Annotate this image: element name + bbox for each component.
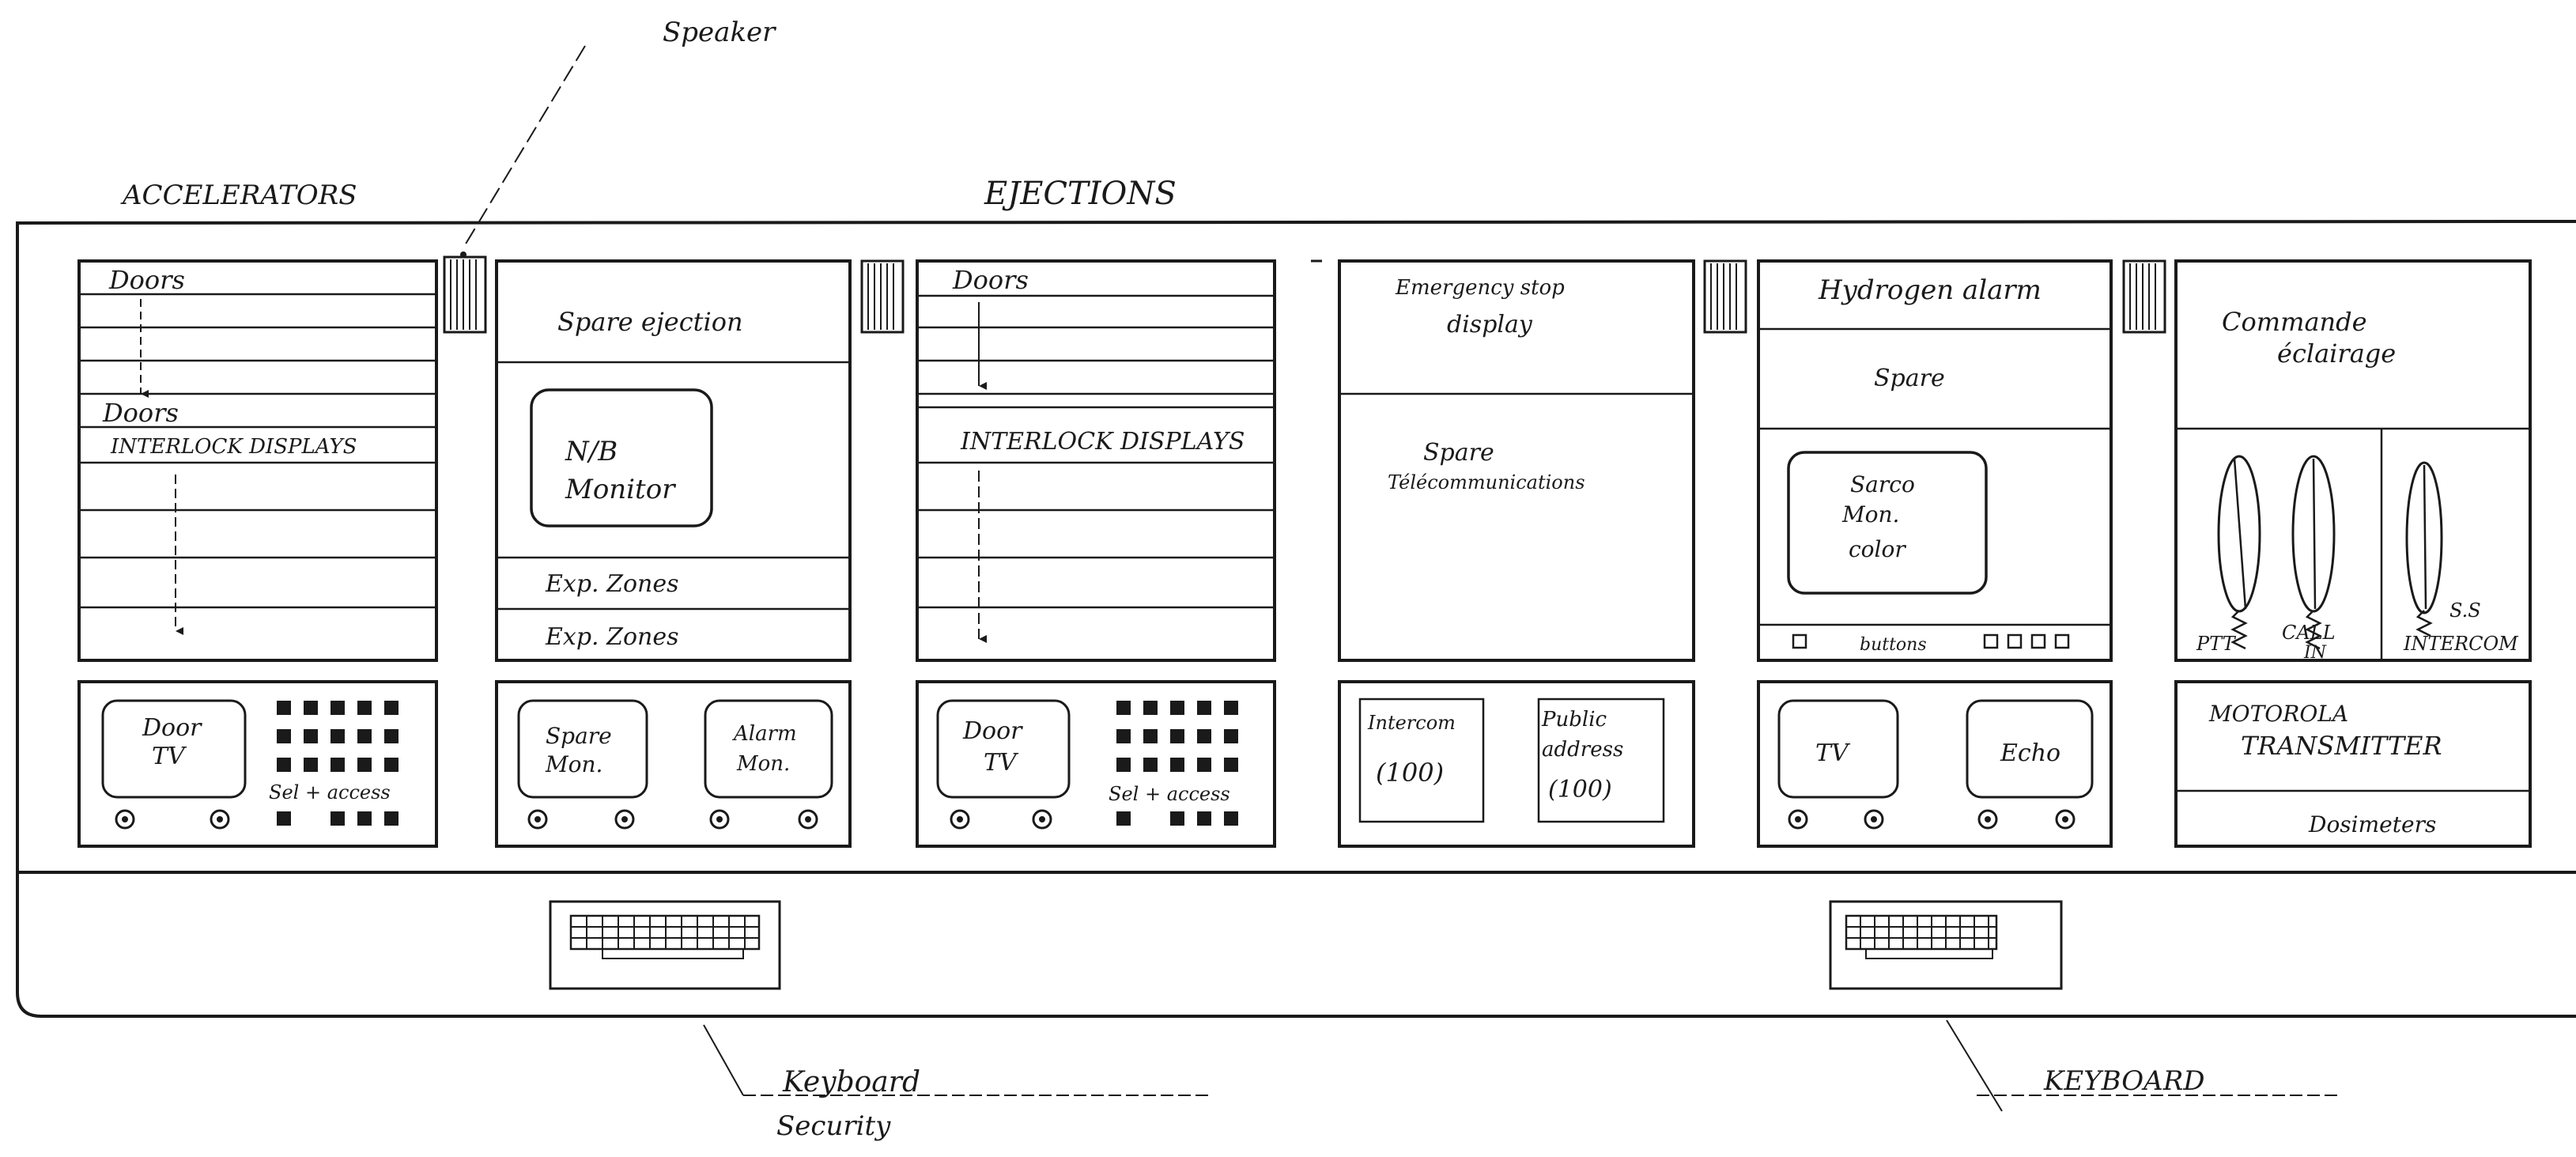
panel-spare-ejection: Spare ejection N/B Monitor Exp. Zones Ex…: [495, 259, 852, 662]
monitor-knobs-3: [950, 809, 1052, 830]
monitor-knobs-4: [1788, 809, 2076, 830]
keyboard-security-leader: [703, 1024, 744, 1096]
keyboard-security-label-1: Keyboard: [782, 1066, 920, 1098]
nb-monitor-label-2: Monitor: [565, 474, 676, 505]
speaker-grille-4: [2122, 259, 2166, 334]
hydrogen-alarm-label: Hydrogen alarm: [1818, 274, 2042, 306]
keyboard-label: KEYBOARD: [2043, 1065, 2205, 1097]
panel-emergency-telecom: Emergency stop display Spare Télécommuni…: [1338, 259, 1695, 662]
commande-eclairage-label-1: Commande: [2222, 307, 2367, 337]
speaker-grille-3: [1703, 259, 1747, 334]
door-tv-monitor-1: Door TV: [101, 699, 247, 799]
panel-spare-alarm-monitors: Spare Mon. Alarm Mon.: [495, 680, 852, 848]
sarco-label-3: color: [1849, 536, 1906, 562]
panel-hydrogen-alarm: Hydrogen alarm Spare Sarco Mon. color bu…: [1757, 259, 2113, 662]
commande-eclairage-label-2: éclairage: [2277, 338, 2396, 369]
panel-intercom-pa: Intercom (100) Public address (100): [1338, 680, 1695, 848]
door-tv-label-1b: TV: [152, 743, 187, 770]
spare-telecom-label-2: Télécommunications: [1388, 471, 1585, 493]
keyboard-security: [549, 900, 781, 990]
sel-access-label-2: Sel + access: [1109, 783, 1230, 805]
panel-accelerators-doors: Doors Doors INTERLOCK DISPLAYS: [77, 259, 438, 662]
motorola-label-1: MOTOROLA: [2208, 701, 2348, 727]
intercom-number-label: S.S: [2449, 599, 2481, 622]
spare-telecom-label-1: Spare: [1423, 439, 1494, 467]
public-address-label-2: address: [1542, 738, 1623, 762]
ejections-label: EJECTIONS: [984, 176, 1177, 212]
interlock-displays-label: INTERLOCK DISPLAYS: [110, 435, 357, 459]
doors-label-2: Doors: [102, 398, 179, 428]
panel-door-tv-console-2: Door TV Sel + access: [916, 680, 1276, 848]
echo-label: Echo: [2000, 739, 2060, 767]
intercom-label-1: Intercom: [1367, 712, 1456, 734]
spare-mon-label-1: Spare: [546, 723, 612, 749]
keyboard-security-label-2: Security: [776, 1110, 891, 1142]
sarco-label-2: Mon.: [1841, 501, 1899, 527]
handset-call-in-icon: [2291, 455, 2336, 650]
spare-ejection-label: Spare ejection: [557, 307, 743, 337]
monitor-knobs-1: [115, 809, 230, 830]
sarco-color-monitor: Sarco Mon. color: [1787, 451, 1988, 595]
speaker-grille-1: [443, 251, 487, 334]
exp-zones-label-2: Exp. Zones: [545, 623, 678, 651]
doors-label-1: Doors: [108, 265, 185, 295]
alarm-monitor: Alarm Mon.: [704, 699, 833, 799]
nb-monitor: N/B Monitor: [530, 388, 713, 527]
panel-lighting-handsets: Commande éclairage PTT CALL IN S.S INTER…: [2174, 259, 2532, 663]
sel-access-label-1: Sel + access: [269, 781, 391, 803]
public-address-label-1: Public: [1541, 708, 1607, 732]
door-tv-label-2a: Door: [962, 717, 1023, 745]
alarm-mon-label-2: Mon.: [736, 752, 790, 776]
door-tv-monitor-2: Door TV: [936, 699, 1071, 799]
public-address-label-3: (100): [1548, 776, 1612, 803]
public-address-box: Public address (100): [1537, 698, 1665, 823]
intercom-box: Intercom (100): [1358, 698, 1485, 823]
console-outline: [16, 220, 2576, 1018]
speaker-grille-2: [860, 259, 905, 334]
tv-label: TV: [1815, 739, 1851, 767]
spare-monitor: Spare Mon.: [517, 699, 648, 799]
speaker-leader: [464, 45, 586, 246]
emergency-stop-label-2: display: [1447, 311, 1533, 338]
keyboard-main: [1829, 900, 2063, 990]
panel-door-tv-console-1: Door TV Sel + access: [77, 680, 438, 848]
door-tv-label-1a: Door: [142, 714, 202, 742]
panel-tv-echo-monitors: TV Echo: [1757, 680, 2113, 848]
spare-mon-label-2: Mon.: [545, 751, 602, 777]
panel-ejections-doors: Doors INTERLOCK DISPLAYS: [916, 259, 1276, 662]
nb-monitor-label-1: N/B: [565, 436, 618, 467]
tv-monitor: TV: [1777, 699, 1899, 799]
accelerators-label: ACCELERATORS: [120, 180, 357, 211]
handset-intercom-icon: [2405, 461, 2443, 637]
panel-motorola-dosimeters: MOTOROLA TRANSMITTER Dosimeters: [2174, 680, 2532, 848]
call-in-label-2: IN: [2303, 643, 2327, 663]
doors-label-3: Doors: [952, 265, 1029, 295]
button-row: buttons: [1792, 633, 2070, 655]
sarco-label-1: Sarco: [1850, 471, 1915, 497]
intercom-label-2: (100): [1376, 758, 1444, 788]
exp-zones-label-1: Exp. Zones: [545, 570, 678, 598]
emergency-stop-label-1: Emergency stop: [1395, 276, 1565, 300]
access-keypad-1: [277, 701, 398, 826]
handset-ptt-icon: [2217, 455, 2261, 650]
speaker-label: Speaker: [663, 17, 776, 48]
echo-monitor: Echo: [1966, 699, 2094, 799]
alarm-mon-label-1: Alarm: [732, 722, 797, 746]
door-tv-label-2b: TV: [984, 749, 1019, 777]
call-in-label-1: CALL: [2282, 622, 2336, 644]
ptt-label: PTT: [2196, 633, 2237, 655]
monitor-knobs-2: [527, 809, 818, 830]
buttons-label: buttons: [1860, 635, 1927, 655]
motorola-label-2: TRANSMITTER: [2241, 731, 2442, 761]
keyboard-leader: [1946, 1019, 2003, 1112]
access-keypad-2: [1116, 701, 1238, 826]
interlock-displays-label-2: INTERLOCK DISPLAYS: [960, 428, 1245, 456]
spare-label: Spare: [1874, 365, 1945, 392]
dosimeters-label: Dosimeters: [2308, 811, 2436, 838]
intercom-handset-label: INTERCOM: [2403, 633, 2519, 655]
